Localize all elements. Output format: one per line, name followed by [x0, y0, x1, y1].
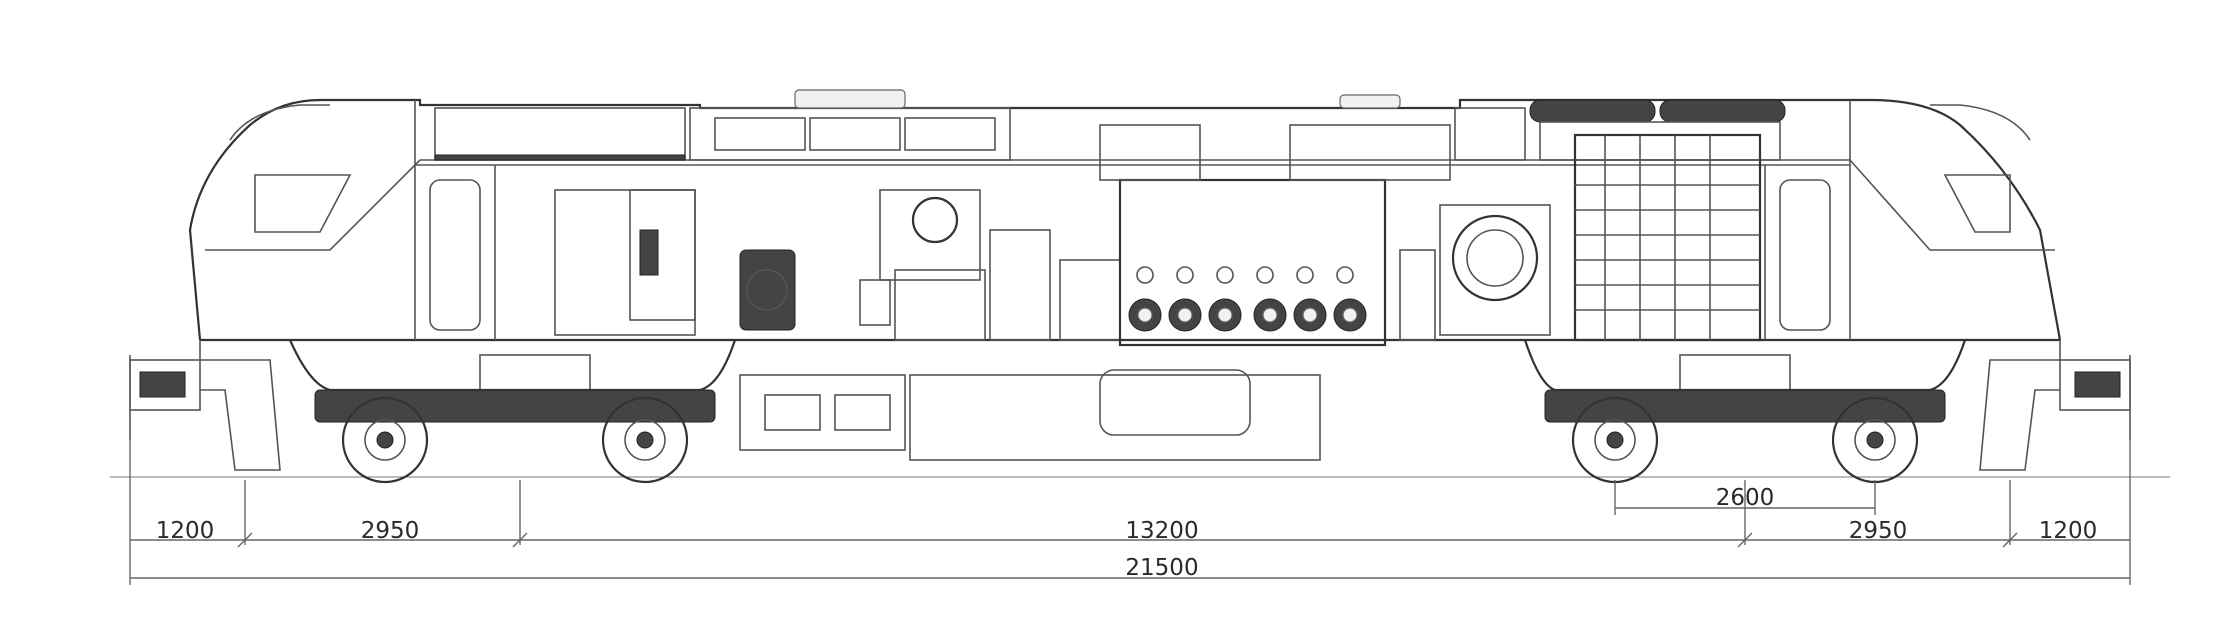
dim-overall-length: 21500 [1125, 555, 1198, 581]
diesel-engine-icon [1118, 178, 1387, 347]
buffer-right [2059, 355, 2131, 440]
bogie-left-icon [288, 339, 737, 484]
dim-overhang-right: 1200 [2039, 518, 2098, 544]
dimension-lines [129, 360, 2131, 585]
dim-bogie-centres: 13200 [1125, 518, 1198, 544]
dim-bogie-wheelbase-right: 2950 [1849, 518, 1908, 544]
wheel-icon [601, 396, 689, 484]
radiator-grille-icon [1573, 133, 1762, 342]
machinery-compartment [554, 124, 1762, 461]
dim-overhang-left: 1200 [156, 518, 215, 544]
locomotive-body [188, 89, 2062, 342]
fuel-tank [909, 374, 1321, 461]
bogie-right-icon [1523, 339, 1967, 484]
wheel-icon [341, 396, 429, 484]
dim-bogie-wheelbase-left: 2950 [361, 518, 420, 544]
engine-cylinders [1128, 266, 1367, 332]
dim-wheelbase-inner: 2600 [1716, 485, 1775, 511]
buffer-left [129, 355, 201, 440]
